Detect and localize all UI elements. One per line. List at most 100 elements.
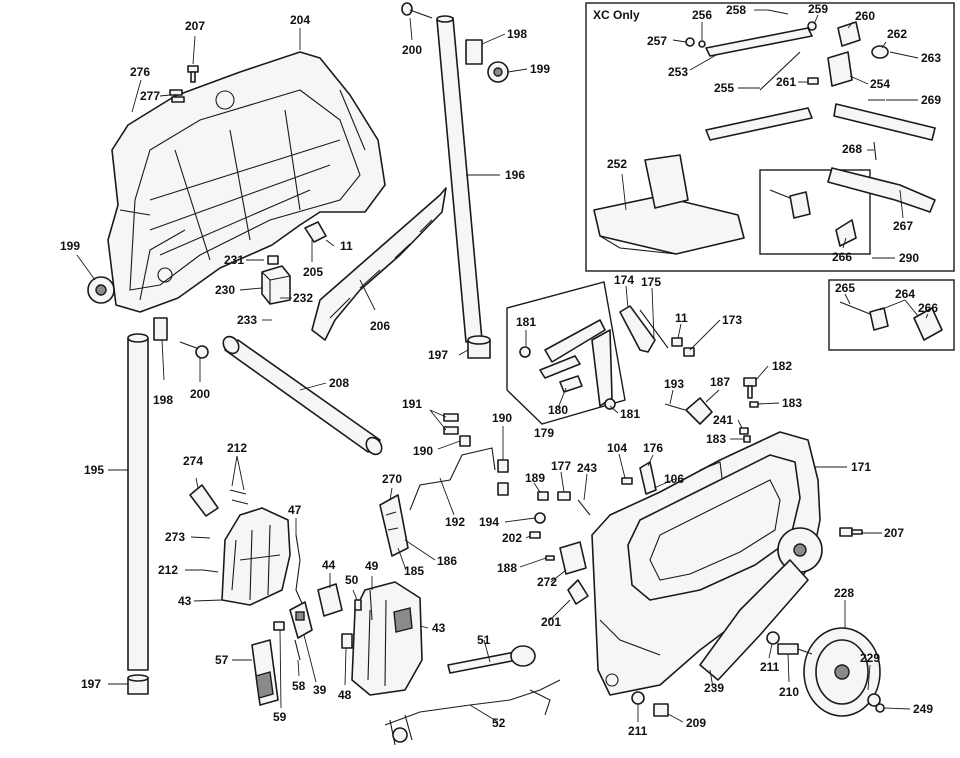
callout-210: 210 <box>779 685 799 699</box>
callout-233: 233 <box>237 313 257 327</box>
knob-kit-sub-box <box>759 169 871 255</box>
callout-190: 190 <box>413 444 433 458</box>
clip-59 <box>273 621 285 631</box>
wire-47 <box>295 534 306 611</box>
switch-39 <box>289 601 313 639</box>
xc-knob-kit-290 <box>769 189 857 247</box>
callout-188: 188 <box>497 561 517 575</box>
callout-171: 171 <box>851 460 871 474</box>
callout-257: 257 <box>647 34 667 48</box>
callout-228: 228 <box>834 586 854 600</box>
callout-259: 259 <box>808 2 828 16</box>
rod-208 <box>222 335 383 456</box>
callout-198: 198 <box>153 393 173 407</box>
callout-189: 189 <box>525 471 545 485</box>
callout-249: 249 <box>913 702 933 716</box>
callout-199: 199 <box>530 62 550 76</box>
callout-199: 199 <box>60 239 80 253</box>
callout-204: 204 <box>290 13 310 27</box>
callout-208: 208 <box>329 376 349 390</box>
callout-212: 212 <box>227 441 247 455</box>
pin-58 <box>294 639 301 661</box>
callout-44: 44 <box>322 558 336 572</box>
bolt-182 <box>743 377 759 408</box>
callout-256: 256 <box>692 8 712 22</box>
callout-269: 269 <box>921 93 941 107</box>
callout-198: 198 <box>507 27 527 41</box>
callout-258: 258 <box>726 3 746 17</box>
callout-175: 175 <box>641 275 661 289</box>
callout-181: 181 <box>620 407 640 421</box>
callout-177: 177 <box>551 459 571 473</box>
callout-211: 211 <box>628 724 648 738</box>
callout-231: 231 <box>224 253 244 267</box>
leader-lines <box>76 9 929 723</box>
callout-191: 191 <box>402 397 422 411</box>
callout-264: 264 <box>895 287 915 301</box>
slotted-arm-206 <box>311 187 447 341</box>
callout-266: 266 <box>918 301 938 315</box>
xc-rod-255 <box>759 51 801 91</box>
callout-179: 179 <box>534 426 554 440</box>
label-272 <box>559 541 587 575</box>
cable-assembly-52 <box>384 679 561 746</box>
callout-197: 197 <box>81 677 101 691</box>
callout-181: 181 <box>516 315 536 329</box>
callout-11: 11 <box>675 311 688 325</box>
cover-57 <box>251 639 279 706</box>
callout-270: 270 <box>382 472 402 486</box>
nut-241 <box>739 427 749 435</box>
plate-198-left <box>153 317 168 341</box>
callout-51: 51 <box>477 633 491 647</box>
frame-housing-204 <box>107 51 386 313</box>
part-50 <box>354 599 362 611</box>
xc-screw-261 <box>807 77 819 85</box>
callout-241: 241 <box>713 413 733 427</box>
callout-183: 183 <box>706 432 726 446</box>
callout-263: 263 <box>921 51 941 65</box>
callout-252: 252 <box>607 157 627 171</box>
wire-handle-192 <box>409 447 496 511</box>
callout-277: 277 <box>140 89 160 103</box>
belt-239 <box>699 559 809 681</box>
cap-197-center <box>467 335 491 359</box>
xc-only-inset-box <box>585 2 955 272</box>
callout-255: 255 <box>714 81 734 95</box>
xc-only-inset-title: XC Only <box>593 8 640 22</box>
xc-bars-253 <box>705 27 813 141</box>
callout-48: 48 <box>338 688 352 702</box>
callout-193: 193 <box>664 377 684 391</box>
callout-104: 104 <box>607 441 627 455</box>
callout-273: 273 <box>165 530 185 544</box>
callout-176: 176 <box>643 441 663 455</box>
part-201 <box>567 579 589 605</box>
callout-201: 201 <box>541 615 561 629</box>
callout-274: 274 <box>183 454 203 468</box>
bracket-kit-inset-box <box>506 281 626 425</box>
callout-173: 173 <box>722 313 742 327</box>
callout-52: 52 <box>492 716 506 730</box>
xc-handle-bar-267 <box>827 103 936 213</box>
nut-249 <box>875 703 885 713</box>
callout-197: 197 <box>428 348 448 362</box>
hardware-173 <box>671 337 695 357</box>
callout-195: 195 <box>84 463 104 477</box>
callout-272: 272 <box>537 575 557 589</box>
callout-253: 253 <box>668 65 688 79</box>
callout-43: 43 <box>432 621 446 635</box>
callout-290: 290 <box>899 251 919 265</box>
callout-207: 207 <box>884 526 904 540</box>
callout-211: 211 <box>760 660 780 674</box>
callout-183: 183 <box>782 396 802 410</box>
callout-59: 59 <box>273 710 287 724</box>
callout-232: 232 <box>293 291 313 305</box>
callout-202: 202 <box>502 531 522 545</box>
callout-239: 239 <box>704 681 724 695</box>
nut-183 <box>743 435 751 443</box>
spring-49 <box>369 589 373 621</box>
callout-212: 212 <box>158 563 178 577</box>
axle-210 <box>777 643 813 655</box>
callout-196: 196 <box>505 168 525 182</box>
callout-174: 174 <box>614 273 634 287</box>
